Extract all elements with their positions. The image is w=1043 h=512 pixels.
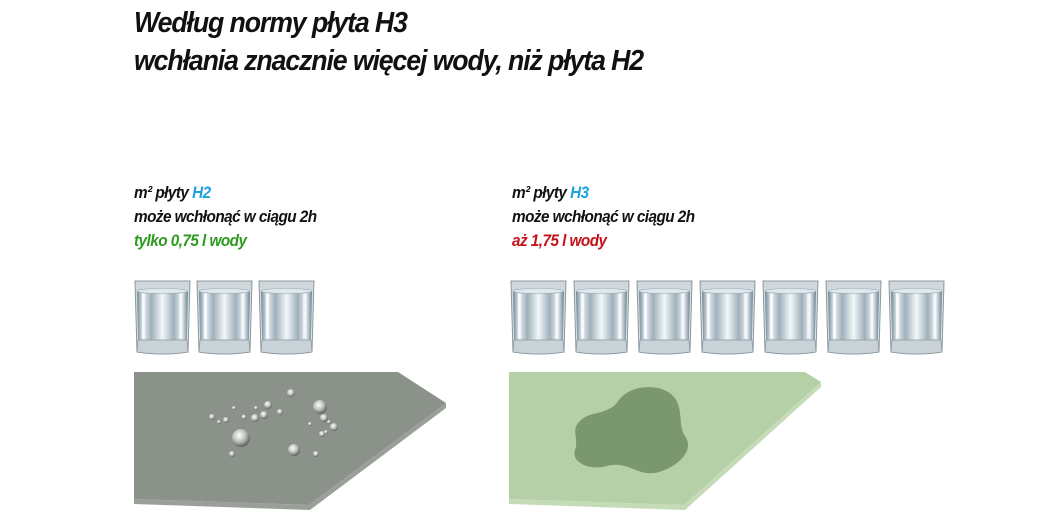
water-droplet [308, 422, 312, 426]
h3-water-glass-icon [762, 280, 819, 355]
water-droplet [217, 420, 221, 424]
h3-water-glasses [510, 280, 945, 355]
water-droplet [313, 451, 319, 457]
h3-caption-prefix: m² płyty [512, 183, 571, 202]
water-droplet [229, 451, 235, 457]
h3-water-glass-icon [888, 280, 945, 355]
headline: Według normy płyta H3 wchłania znacznie … [134, 4, 644, 80]
h3-board-type: H3 [570, 183, 589, 202]
water-droplet [327, 420, 331, 424]
h3-board-illustration [509, 370, 824, 510]
water-droplet [241, 414, 247, 420]
h3-water-glass-icon [573, 280, 630, 355]
water-droplet [319, 431, 325, 437]
h3-water-glass-icon [825, 280, 882, 355]
h3-amount: aż 1,75 l wody [512, 231, 607, 250]
water-droplet [223, 417, 229, 423]
water-droplet [209, 414, 215, 420]
water-stain [574, 387, 689, 474]
water-droplet [330, 423, 338, 431]
headline-line-1: Według normy płyta H3 [134, 7, 408, 39]
h2-water-glass-icon [196, 280, 253, 355]
water-droplets [209, 389, 338, 457]
h2-caption-line-2: może wchłonąć w ciągu 2h [134, 207, 317, 226]
h2-board-surface [134, 372, 446, 505]
h2-caption-line-1: m² płyty H2 [134, 181, 317, 205]
h3-water-glass-icon [699, 280, 756, 355]
water-droplet [251, 414, 259, 422]
water-droplet [288, 444, 300, 456]
water-droplet [277, 409, 283, 415]
water-droplet [313, 400, 327, 414]
water-droplet [264, 401, 272, 409]
h2-amount: tylko 0,75 l wody [134, 231, 247, 250]
headline-line-2: wchłania znacznie więcej wody, niż płyta… [134, 45, 644, 77]
h3-caption: m² płyty H3 może wchłonąć w ciągu 2h aż … [512, 181, 695, 253]
h2-water-glass-icon [134, 280, 191, 355]
water-droplet [254, 406, 258, 410]
h3-caption-line-1: m² płyty H3 [512, 181, 695, 205]
water-droplet [320, 414, 328, 422]
h2-board-illustration [134, 370, 449, 510]
water-droplet [232, 429, 250, 447]
h2-water-glass-icon [258, 280, 315, 355]
h2-board-type: H2 [192, 183, 211, 202]
h3-water-glass-icon [636, 280, 693, 355]
h2-caption-prefix: m² płyty [134, 183, 193, 202]
water-droplet [260, 411, 268, 419]
water-droplet [324, 430, 328, 434]
water-droplet [232, 406, 236, 410]
water-droplet [287, 389, 295, 397]
h2-water-glasses [134, 280, 315, 355]
h3-caption-line-2: może wchłonąć w ciągu 2h [512, 207, 695, 226]
h2-caption: m² płyty H2 może wchłonąć w ciągu 2h tyl… [134, 181, 317, 253]
h3-water-glass-icon [510, 280, 567, 355]
